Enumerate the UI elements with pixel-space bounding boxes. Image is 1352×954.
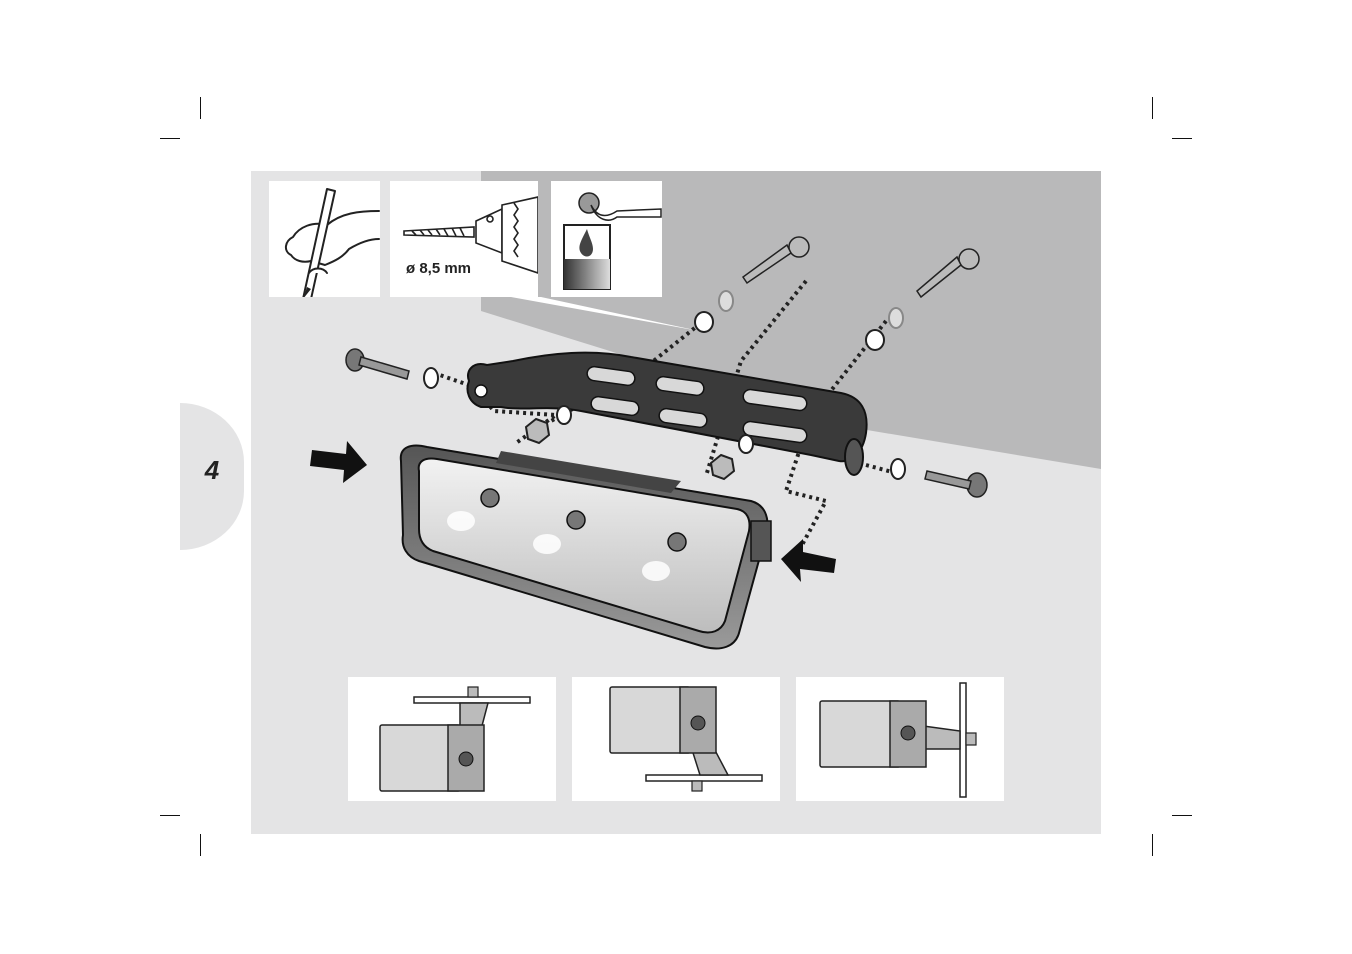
crop-mark-bottom-right-vertical bbox=[1152, 834, 1153, 856]
step-number: 4 bbox=[180, 455, 244, 486]
mount-side-icon bbox=[796, 677, 1004, 801]
page-tab: 4 bbox=[180, 403, 244, 550]
arrow-right bbox=[781, 539, 836, 582]
crop-mark-bottom-left-vertical bbox=[200, 834, 201, 856]
crop-mark-top-right-horizontal bbox=[1172, 138, 1192, 139]
crop-mark-top-right-vertical bbox=[1152, 97, 1153, 119]
mount-option-top-panel bbox=[348, 677, 556, 801]
crop-mark-top-left-vertical bbox=[200, 97, 201, 119]
arrow-left bbox=[310, 441, 367, 483]
mount-top-icon bbox=[348, 677, 556, 801]
mount-bottom-icon bbox=[572, 677, 780, 801]
crop-mark-bottom-right-horizontal bbox=[1172, 815, 1192, 816]
crop-mark-top-left-horizontal bbox=[160, 138, 180, 139]
installation-figure: ø 8,5 mm bbox=[251, 171, 1101, 834]
crop-mark-bottom-left-horizontal bbox=[160, 815, 180, 816]
mount-option-bottom-panel bbox=[572, 677, 780, 801]
mount-option-side-panel bbox=[796, 677, 1004, 801]
